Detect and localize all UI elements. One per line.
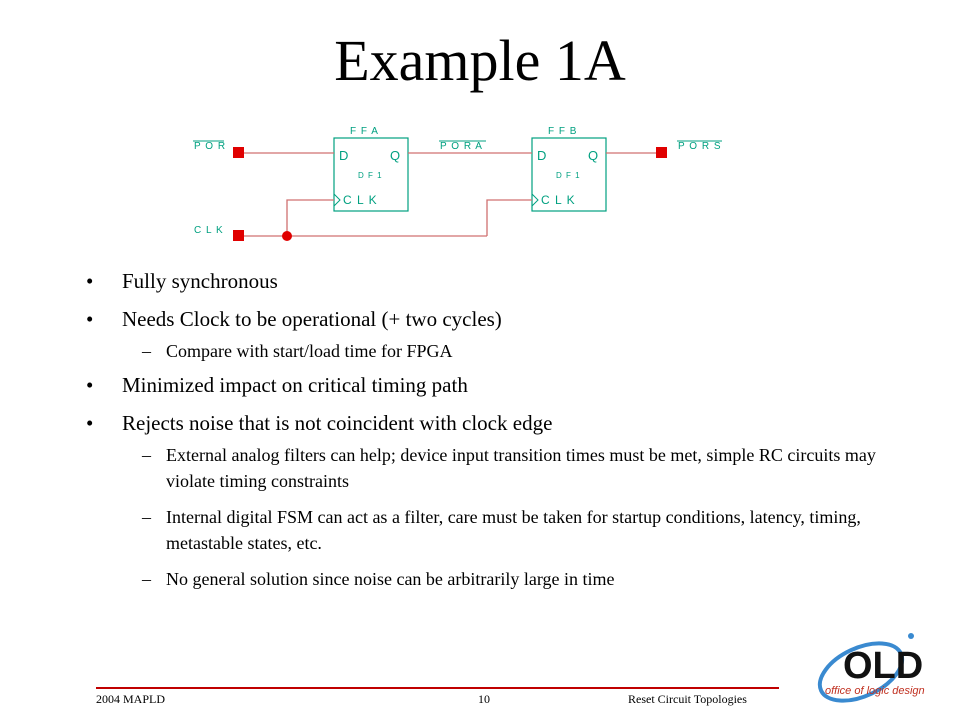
footer-divider xyxy=(96,687,779,689)
footer-right: Reset Circuit Topologies xyxy=(628,692,747,706)
logo-mark: OLD xyxy=(843,645,923,687)
label-clk-input: C L K xyxy=(194,225,224,236)
sub-bullet-item: – Internal digital FSM can act as a filt… xyxy=(86,504,906,556)
ff-a-clock-marker xyxy=(333,193,341,207)
pad-clk xyxy=(233,230,244,241)
bullet-text: Minimized impact on critical timing path xyxy=(122,373,468,397)
bullet-item: • Fully synchronous xyxy=(86,268,906,294)
ff-b-cell-type: D F 1 xyxy=(556,171,581,180)
bullet-text: Fully synchronous xyxy=(122,269,278,293)
bullet-list: • Fully synchronous • Needs Clock to be … xyxy=(86,268,906,592)
logo-swoosh xyxy=(817,641,905,703)
bullet-item: • Rejects noise that is not coincident w… xyxy=(86,410,906,436)
label-por: P O R xyxy=(194,141,226,152)
old-logo: OLD office of logic design xyxy=(817,633,925,703)
ff-b-clock-marker xyxy=(531,193,539,207)
bullet-item: • Needs Clock to be operational (+ two c… xyxy=(86,306,906,332)
ff-a-box xyxy=(333,137,409,212)
ff-b-box xyxy=(531,137,607,212)
label-pora: P O R A xyxy=(440,141,483,152)
bullet-text: Needs Clock to be operational (+ two cyc… xyxy=(122,307,502,331)
wire-clk-ffa xyxy=(286,199,334,236)
ff-a-pin-d: D xyxy=(339,148,348,163)
sub-bullet-item: – No general solution since noise can be… xyxy=(86,566,906,592)
sub-bullet-item: – Compare with start/load time for FPGA xyxy=(86,338,906,364)
ff-a-pin-clk: C L K xyxy=(343,193,378,207)
label-ffa: F F A xyxy=(350,126,379,137)
bullet-marker: • xyxy=(86,373,94,397)
bullet-marker: • xyxy=(86,269,94,293)
slide-title: Example 1A xyxy=(334,28,626,93)
ff-b-pin-q: Q xyxy=(588,148,598,163)
pad-por xyxy=(233,147,244,158)
sub-bullet-text: Compare with start/load time for FPGA xyxy=(166,341,453,361)
bullet-item: • Minimized impact on critical timing pa… xyxy=(86,372,906,398)
schematic-diagram: P O R C L K P O R A P O R S F F A F F B … xyxy=(193,126,722,241)
dash-marker: – xyxy=(142,507,151,527)
logo-tagline: office of logic design xyxy=(825,685,925,697)
dash-marker: – xyxy=(142,445,151,465)
junction-dot xyxy=(282,231,292,241)
bullet-marker: • xyxy=(86,307,94,331)
sub-bullet-item: – External analog filters can help; devi… xyxy=(86,442,906,494)
footer-left: 2004 MAPLD xyxy=(96,692,166,706)
sub-bullet-text: External analog filters can help; device… xyxy=(166,445,876,491)
label-ffb: F F B xyxy=(548,126,577,137)
wire-clk-ffb xyxy=(486,199,532,236)
ff-b-pin-clk: C L K xyxy=(541,193,576,207)
sub-bullet-text: No general solution since noise can be a… xyxy=(166,569,615,589)
sub-bullet-text: Internal digital FSM can act as a filter… xyxy=(166,507,861,553)
ff-a-cell-type: D F 1 xyxy=(358,171,383,180)
footer-page-number: 10 xyxy=(478,692,490,706)
pad-pors xyxy=(656,147,667,158)
ff-a-pin-q: Q xyxy=(390,148,400,163)
label-pors: P O R S xyxy=(678,141,722,152)
dash-marker: – xyxy=(142,341,151,361)
ff-b-pin-d: D xyxy=(537,148,546,163)
logo-spark-icon xyxy=(908,633,914,639)
bullet-marker: • xyxy=(86,411,94,435)
dash-marker: – xyxy=(142,569,151,589)
bullet-text: Rejects noise that is not coincident wit… xyxy=(122,411,553,435)
